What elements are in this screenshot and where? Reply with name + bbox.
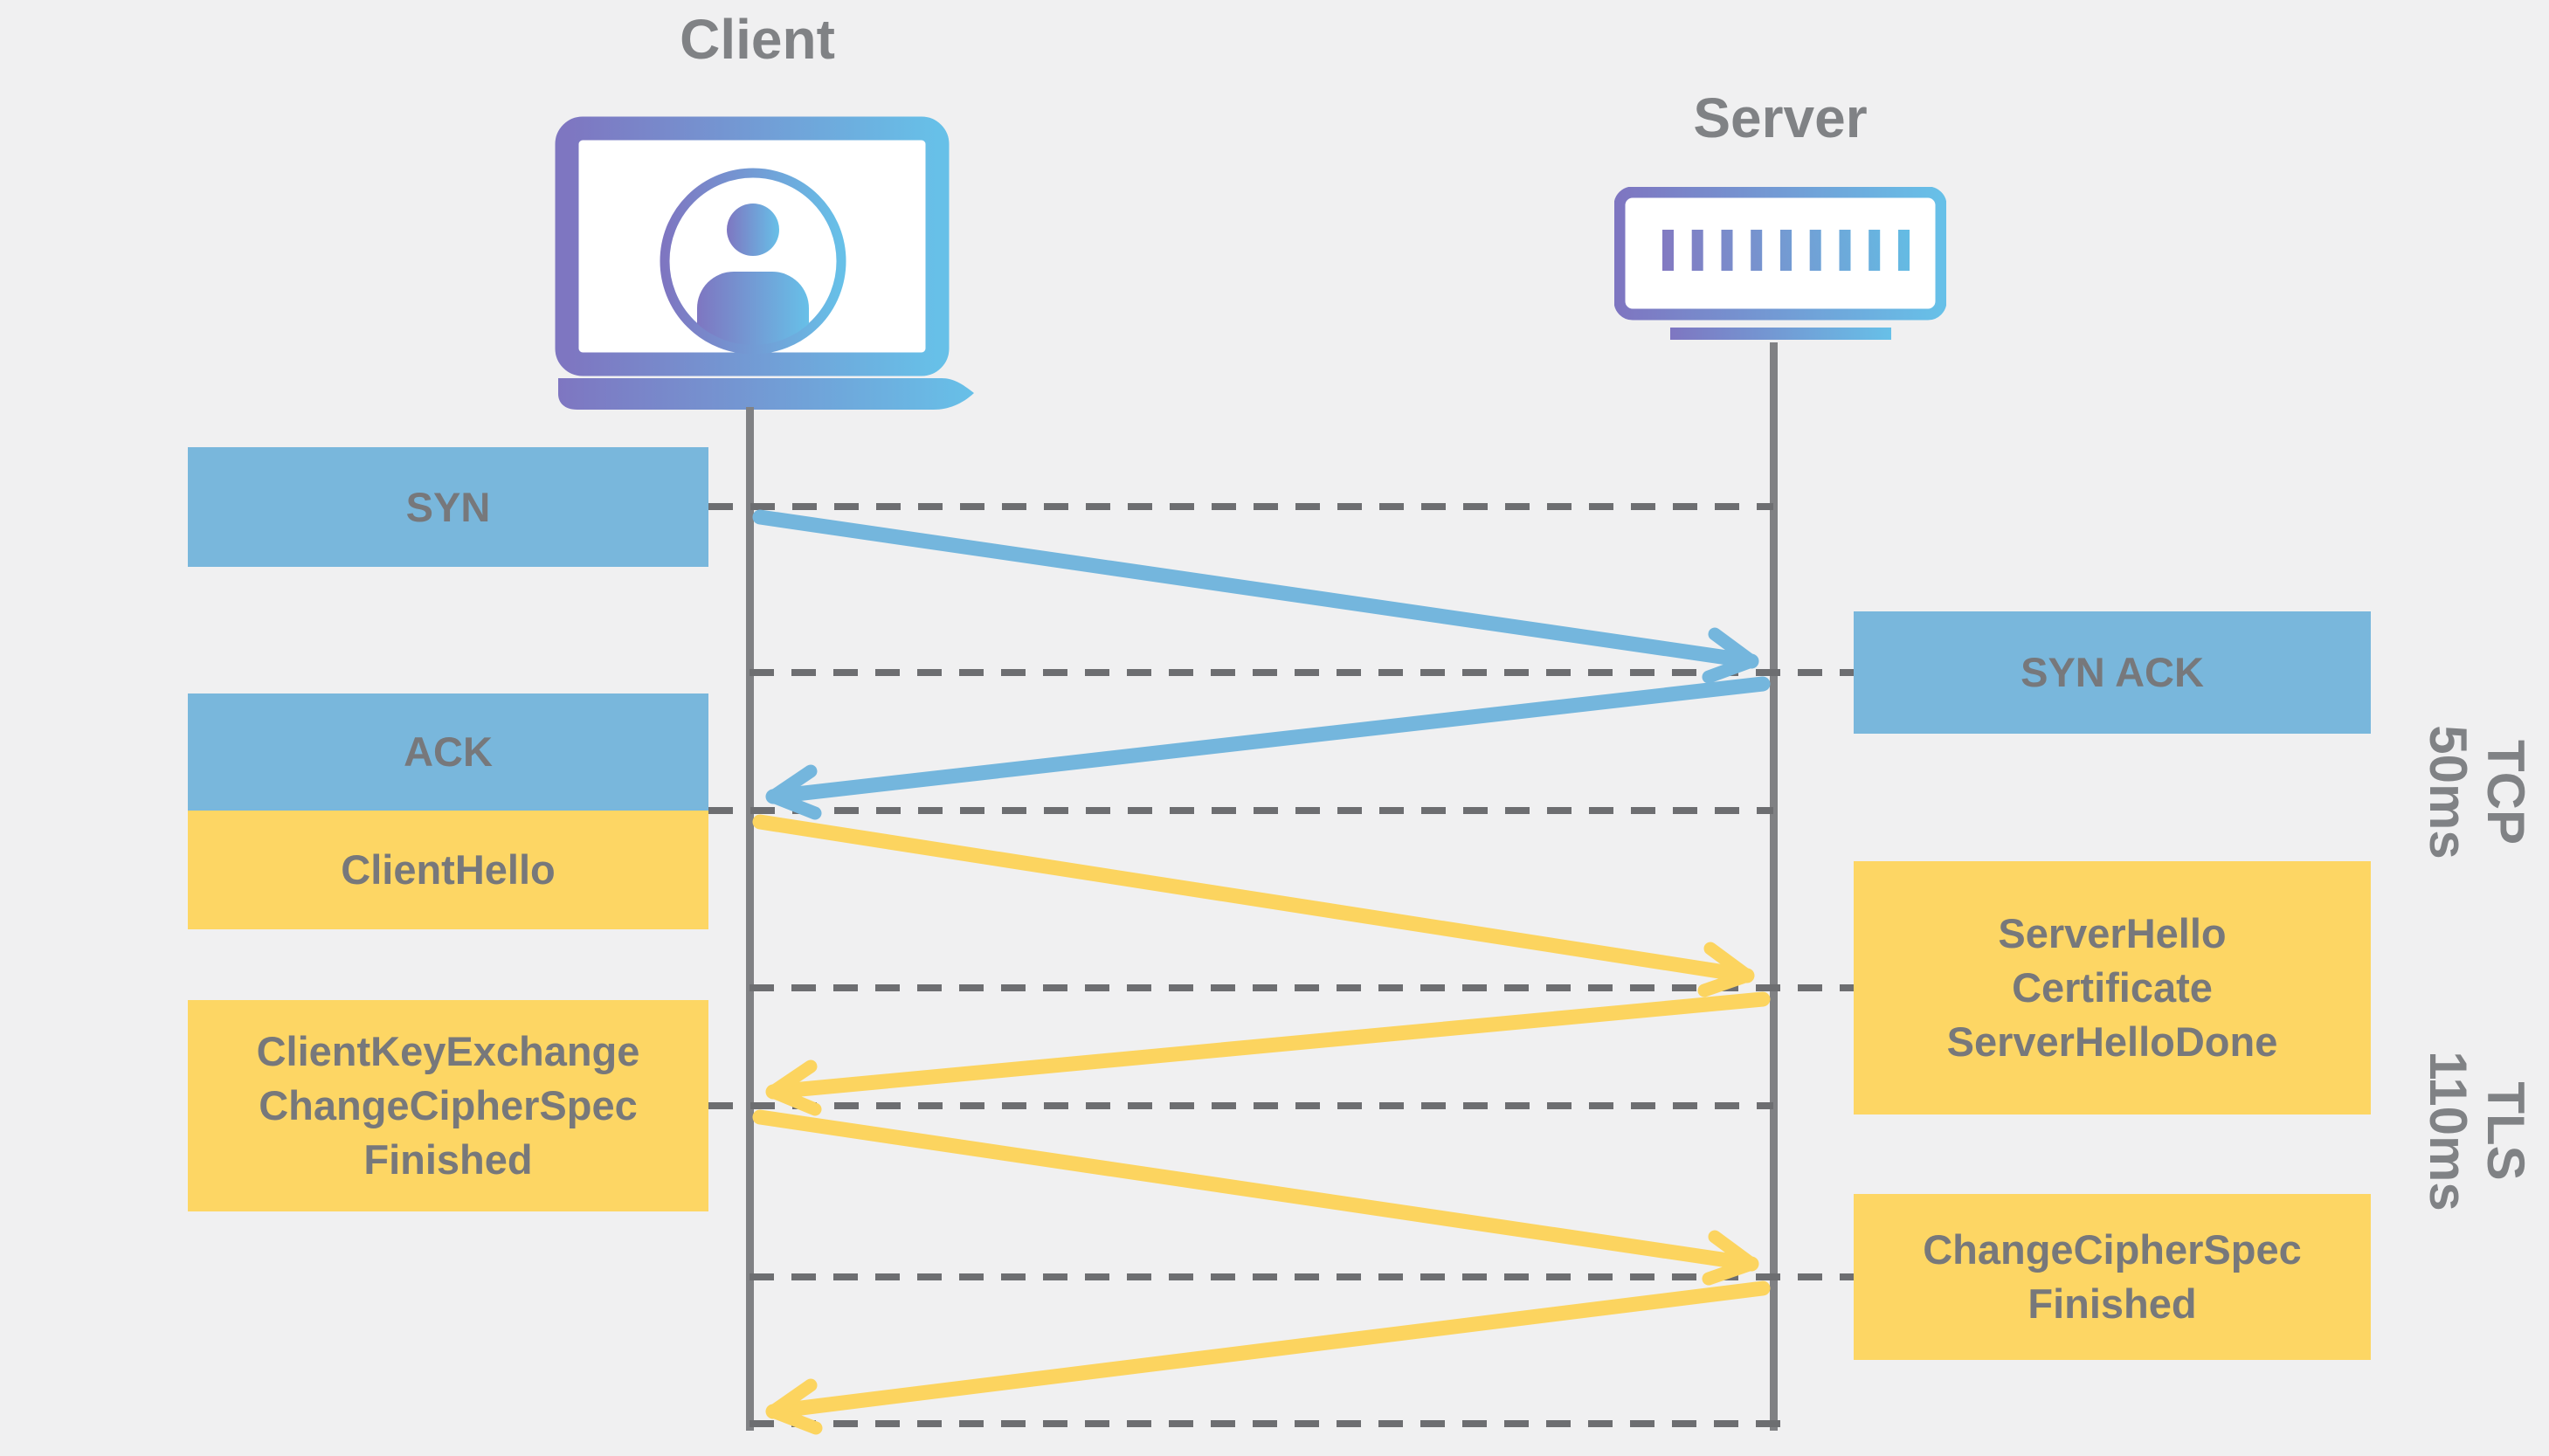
message-box-clienthello: ClientHello — [188, 811, 708, 929]
arrow-changecipherspec — [765, 1280, 1771, 1435]
message-box-clientkeyexchange: ClientKeyExchange ChangeCipherSpec Finis… — [188, 1000, 708, 1211]
message-box-syn: SYN — [188, 447, 708, 567]
dashed-line-ack-clienthello — [708, 807, 1773, 814]
server-rack-icon — [1614, 187, 1946, 340]
client-actor-label: Client — [680, 8, 835, 71]
dashed-line-syn — [708, 503, 1773, 510]
arrow-syn — [752, 509, 1759, 684]
phase-label-tcp: TCP 50ms — [2419, 725, 2535, 859]
dashed-line-changecipherspec — [750, 1273, 1854, 1280]
arrow-syn-ack — [765, 676, 1771, 820]
arrow-clientkeyexchange — [752, 1109, 1759, 1286]
message-box-ack: ACK — [188, 693, 708, 811]
server-actor-label: Server — [1693, 86, 1868, 149]
server-lifeline — [1770, 342, 1778, 1431]
server-slot-bars — [1662, 230, 1910, 271]
dashed-line-serverhello — [750, 984, 1854, 991]
message-box-changecipherspec: ChangeCipherSpec Finished — [1854, 1194, 2371, 1360]
phase-label-tls: TLS 110ms — [2419, 1051, 2535, 1211]
message-box-serverhello: ServerHello Certificate ServerHelloDone — [1854, 861, 2371, 1114]
arrow-clienthello — [752, 814, 1755, 997]
message-box-syn-ack: SYN ACK — [1854, 611, 2371, 734]
dashed-line-clientkeyexchange — [708, 1102, 1773, 1109]
client-lifeline — [746, 407, 754, 1431]
arrow-serverhello — [765, 991, 1771, 1116]
dashed-line-bottom — [750, 1420, 1782, 1427]
laptop-user-icon — [555, 116, 974, 410]
dashed-line-syn-ack — [750, 669, 1854, 676]
